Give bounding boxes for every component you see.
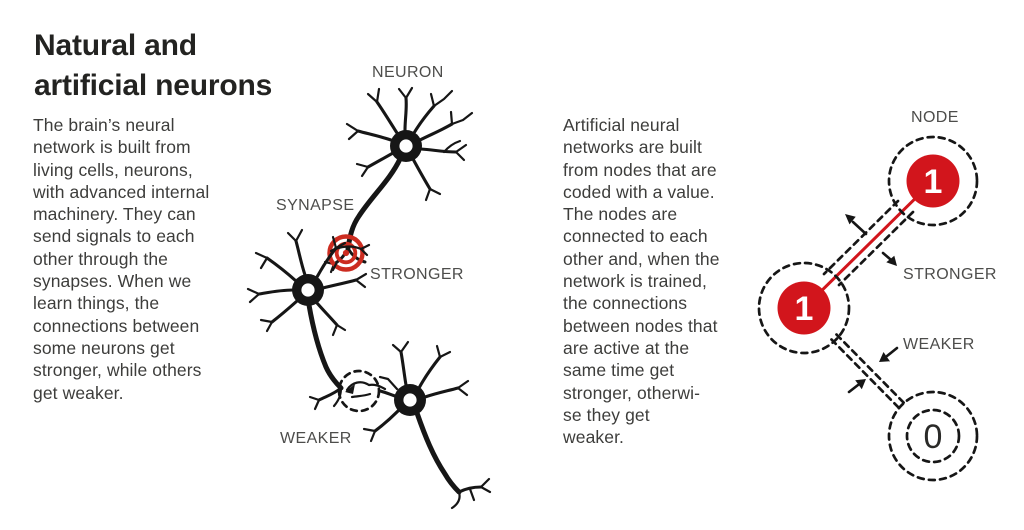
node-bottom-value: 0	[924, 418, 943, 456]
stronger-arrows-icon	[845, 214, 897, 266]
node-icon: 0	[887, 390, 979, 482]
neuron-icon	[362, 340, 492, 510]
node-icon: 1	[757, 261, 851, 355]
natural-paragraph: The brain’s neural network is built from…	[33, 115, 210, 403]
node-left-value: 1	[795, 290, 814, 328]
weaker-arrows-icon	[847, 346, 899, 394]
artificial-stronger-label: STRONGER	[903, 266, 997, 283]
synapse-target-icon	[327, 234, 371, 272]
natural-stronger-label: STRONGER	[370, 266, 464, 283]
page-title: Natural and artificial neurons	[34, 29, 273, 102]
weaker-connection	[830, 333, 907, 411]
artificial-nodes-figure: 1 1 0	[757, 135, 979, 482]
neuron-icon	[246, 228, 368, 411]
natural-weaker-label: WEAKER	[280, 430, 352, 447]
natural-neurons-figure	[246, 86, 492, 510]
node-label: NODE	[911, 109, 959, 126]
node-top-value: 1	[924, 163, 943, 201]
neuron-label: NEURON	[372, 64, 444, 81]
stronger-connection	[802, 179, 935, 310]
weak-synapse-icon	[337, 369, 387, 413]
artificial-weaker-label: WEAKER	[903, 336, 975, 353]
node-icon: 1	[887, 135, 979, 227]
artificial-paragraph: Artificial neural networks are built fro…	[563, 115, 720, 448]
synapse-label: SYNAPSE	[276, 197, 355, 214]
